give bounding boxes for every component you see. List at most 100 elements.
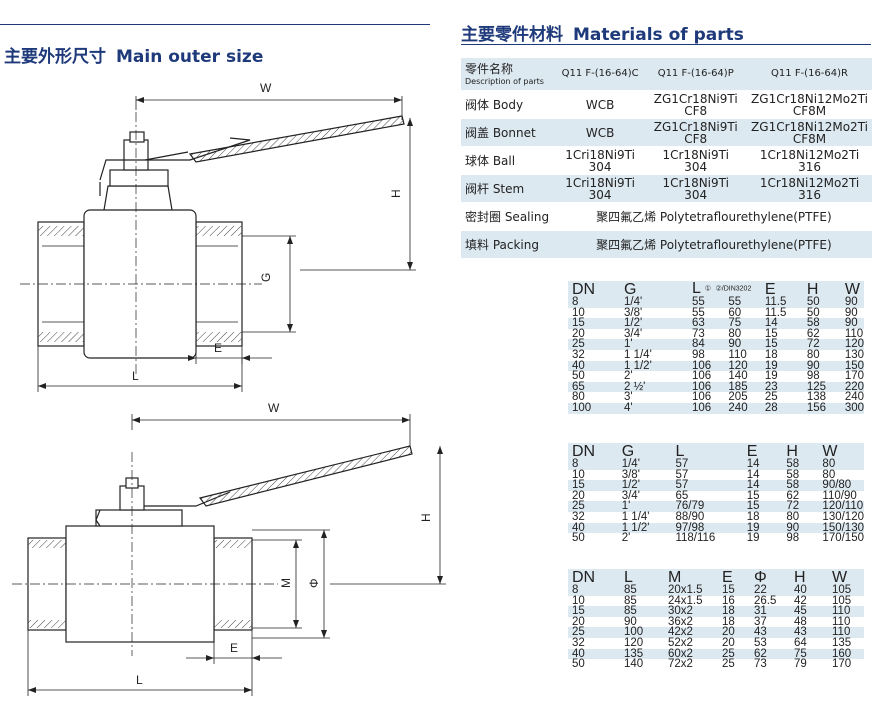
table-cell: 8 <box>568 458 618 470</box>
table-cell: 57 <box>671 458 743 470</box>
table-cell: 1 1/4' <box>620 349 688 361</box>
table-cell: 15 <box>742 490 783 502</box>
table-cell: 25 <box>568 501 618 512</box>
dim-label-h: H <box>419 513 433 522</box>
table-cell: 100 <box>568 402 620 414</box>
header-cell: L <box>675 442 685 460</box>
material-line: 304 <box>684 159 708 174</box>
material-line: 1Cr18Ni12Mo2Ti <box>759 147 860 162</box>
header-cell: DN <box>572 280 596 298</box>
table-cell: 98 <box>782 533 819 544</box>
table-cell: 64 <box>790 637 828 649</box>
table-row: 填料 Packing 聚四氟乙烯 Polytetraflourethylene(… <box>461 230 872 258</box>
table-cell: 30x2 <box>664 606 718 617</box>
material-line: ZG1Cr18Ni9Ti <box>653 119 738 134</box>
part-name: 阀杆 Stem <box>461 174 556 203</box>
dim-label-l: L <box>136 673 143 687</box>
table-cell: 25 <box>568 339 620 350</box>
table-cell: 20 <box>568 490 618 502</box>
table-cell: 1' <box>617 501 672 512</box>
table-cell: 45 <box>790 606 828 617</box>
table-cell: 135 <box>828 637 864 649</box>
ball-valve-drawings: W H G E L <box>12 81 446 696</box>
material-line: CF8 <box>684 103 708 118</box>
table-header-row: DN G L E H W <box>568 443 864 459</box>
table-cell: 120 <box>724 360 761 372</box>
header-cell: L ① ②/DIN3202 <box>688 281 761 297</box>
material-line: CF8M <box>792 103 827 118</box>
table-cell: 15 <box>568 606 620 617</box>
table-cell: 15 <box>568 480 618 491</box>
table-cell: 58 <box>782 458 819 470</box>
header-cell: H <box>786 442 798 460</box>
welded-valve-drawing <box>12 414 446 696</box>
table-cell: 150 <box>840 360 864 372</box>
material-line: CF8M <box>792 131 827 146</box>
table-cell: 85 <box>620 606 664 617</box>
table-cell: 58 <box>782 480 819 491</box>
table-cell: 2' <box>617 533 672 544</box>
header-cell: G <box>624 280 637 298</box>
table-cell: 8 <box>568 296 620 308</box>
table-cell: 75 <box>724 318 761 329</box>
table-cell: 120/110 <box>818 501 864 512</box>
table-cell: 62 <box>802 328 841 340</box>
table-cell: 42x2 <box>664 627 718 638</box>
dim-label-m: M <box>279 578 293 588</box>
threaded-valve-drawing <box>20 96 416 392</box>
table-cell: 110 <box>828 616 864 628</box>
table-cell: 1/4' <box>620 296 688 308</box>
table-cell: 50 <box>568 533 618 544</box>
table-cell: 50 <box>802 307 841 319</box>
table-cell: 3/8' <box>617 469 672 481</box>
table-cell: 170 <box>840 371 864 382</box>
table-row: 密封圈 Sealing 聚四氟乙烯 Polytetraflourethylene… <box>461 202 872 231</box>
table-cell: 57 <box>671 469 743 481</box>
table-cell: 106 <box>688 371 725 382</box>
table-cell: 106 <box>688 381 725 393</box>
header-cell: H <box>806 280 819 298</box>
table-cell: 185 <box>724 381 761 393</box>
header-cell: Φ <box>754 568 767 586</box>
table-cell: 32 <box>568 511 618 523</box>
table-cell: 48 <box>790 616 828 628</box>
table-cell: 240 <box>840 392 864 403</box>
table-cell: 85 <box>620 584 664 596</box>
material-line: 304 <box>588 187 612 202</box>
header-cell: E <box>764 280 776 298</box>
table-cell: 60 <box>724 307 761 319</box>
table-cell: 18 <box>742 511 783 523</box>
material-line: 1Cri18Ni9Ti <box>565 175 635 190</box>
header-label: L <box>692 280 701 298</box>
header-cell: W <box>832 568 848 586</box>
table-cell: 15 <box>760 339 803 350</box>
part-name: 填料 Packing <box>461 230 556 258</box>
table-cell: 50 <box>568 371 620 382</box>
table-cell: 10 <box>568 595 620 607</box>
material-cell: 聚四氟乙烯 Polytetraflourethylene(PTFE) <box>555 230 872 258</box>
table-cell: 105 <box>828 584 864 596</box>
table-cell: 106 <box>688 402 725 414</box>
table-cell: 25 <box>568 627 620 638</box>
header-cell: H <box>794 568 806 586</box>
table-cell: 130 <box>840 349 864 361</box>
dim-label-l: L <box>132 369 139 383</box>
heading-en: Main outer size <box>116 47 264 67</box>
part-name: 阀体 Body <box>461 90 556 119</box>
table-cell: 10 <box>568 307 620 319</box>
table-cell: 20 <box>718 627 750 638</box>
dim-label-w: W <box>260 81 272 95</box>
